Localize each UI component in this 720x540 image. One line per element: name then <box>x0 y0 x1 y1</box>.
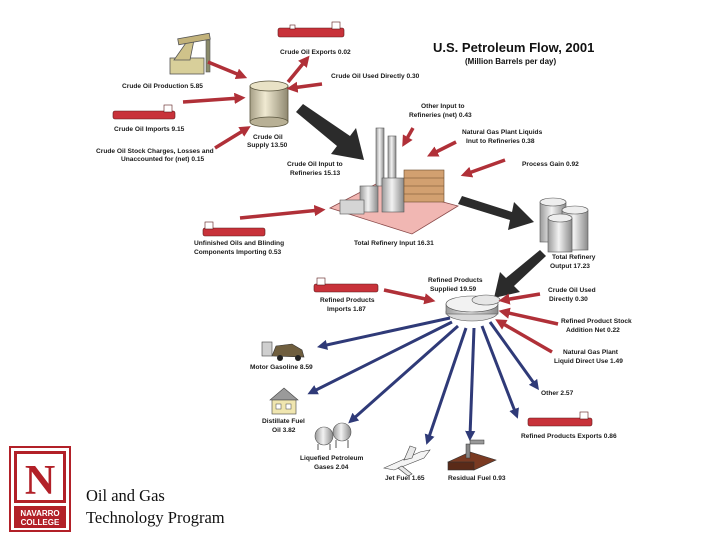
label-unfinished-oils: Components Importing 0.53 <box>194 249 282 256</box>
refined-products-tanks-icon <box>445 294 501 322</box>
label-ngpl-direct: Natural Gas Plant <box>563 349 619 356</box>
flow-arrow <box>207 60 248 80</box>
label-crude-oil-supply: Crude Oil <box>253 134 283 141</box>
label-ngpl-input: Natural Gas Plant Liquids <box>462 129 543 136</box>
flow-arrow <box>402 127 415 147</box>
program-title-line: Technology Program <box>86 508 225 527</box>
lpg-spheres-icon <box>314 422 352 450</box>
label-stock-charges: Unaccounted for (net) 0.15 <box>121 156 204 163</box>
ship-icon <box>313 277 379 293</box>
product-flow-arrow <box>424 327 468 445</box>
car-icon <box>261 341 305 361</box>
flow-arrow <box>182 92 246 104</box>
label-crude-oil-used-directly: Crude Oil Used Directly 0.30 <box>331 73 420 80</box>
flow-arrow <box>286 55 310 84</box>
label-refined-products-supplied: Refined Products <box>428 277 483 284</box>
flow-arrow <box>286 81 323 93</box>
ship-icon <box>202 221 266 237</box>
product-flow-arrow <box>488 321 539 391</box>
label-total-refinery-output: Total Refinery <box>552 254 596 261</box>
label-lpg: Gases 2.04 <box>314 464 349 471</box>
label-crude-oil-imports: Crude Oil Imports 9.15 <box>114 126 185 133</box>
label-other-input: Other Input to <box>421 103 465 110</box>
ship-icon <box>277 21 345 38</box>
label-crude-oil-supply: Supply 13.50 <box>247 142 288 149</box>
flow-arrow <box>498 292 541 305</box>
label-lpg: Liquefied Petroleum <box>300 455 364 462</box>
label-crude-oil-input: Crude Oil Input to <box>287 161 343 168</box>
label-ngpl-input: Inut to Refineries 0.38 <box>466 138 535 145</box>
label-distillate-fuel: Distillate Fuel <box>262 418 305 425</box>
product-flow-arrow <box>465 327 476 442</box>
ship-icon <box>527 411 593 427</box>
product-flow-arrow <box>307 320 453 395</box>
label-refined-imports: Imports 1.87 <box>327 306 366 313</box>
product-flow-arrow <box>480 325 519 419</box>
label-ngpl-direct: Liquid Direct Use 1.49 <box>554 358 623 365</box>
residual-fuel-icon <box>447 439 497 471</box>
label-product-stock: Refined Product Stock <box>561 318 632 325</box>
navarro-college-logo: N NAVARRO COLLEGE <box>9 446 71 532</box>
label-total-refinery-output: Output 17.23 <box>550 263 590 270</box>
house-icon <box>269 387 299 415</box>
refinery-output-tanks-icon <box>539 197 589 253</box>
crude-oil-tank-icon <box>249 80 289 128</box>
label-crude-oil-input: Refineries 15.13 <box>290 170 341 177</box>
label-other-input: Refineries (net) 0.43 <box>409 112 472 119</box>
flow-arrow <box>498 307 559 326</box>
diagram-subtitle: (Million Barrels per day) <box>465 57 556 66</box>
label-distillate-fuel: Oil 3.82 <box>272 427 296 434</box>
label-motor-gasoline: Motor Gasoline 8.59 <box>250 364 313 371</box>
label-jet-fuel: Jet Fuel 1.65 <box>385 475 425 482</box>
product-flow-arrow <box>348 324 459 424</box>
label-refined-products-supplied: Supplied 19.59 <box>430 286 477 293</box>
label-unfinished-oils: Unfinished Oils and Blinding <box>194 240 284 247</box>
jet-icon <box>383 445 431 477</box>
label-stock-charges: Crude Oil Stock Charges, Losses and <box>96 148 214 155</box>
label-product-stock: Addition Net 0.22 <box>566 327 620 334</box>
flow-arrow <box>214 126 251 150</box>
label-refined-exports: Refined Products Exports 0.86 <box>521 433 617 440</box>
label-refined-imports: Refined Products <box>320 297 375 304</box>
flow-arrow <box>383 288 436 305</box>
label-total-refinery-input: Total Refinery Input 16.31 <box>354 240 434 247</box>
product-flow-arrow <box>317 316 451 350</box>
refinery-icon <box>328 127 460 235</box>
big-flow-arrow <box>296 104 364 160</box>
label-crude-used-directly: Crude Oil Used <box>548 287 596 294</box>
label-crude-oil-production: Crude Oil Production 5.85 <box>122 83 203 90</box>
diagram-title: U.S. Petroleum Flow, 2001 <box>433 40 594 55</box>
logo-text: NAVARRO <box>20 509 59 518</box>
label-crude-oil-exports: Crude Oil Exports 0.02 <box>280 49 351 56</box>
program-title-line: Oil and Gas <box>86 486 165 505</box>
big-flow-arrow <box>494 250 546 298</box>
program-title: Oil and Gas Technology Program <box>86 485 225 529</box>
flow-arrow <box>239 204 326 220</box>
label-residual-fuel: Residual Fuel 0.93 <box>448 475 506 482</box>
logo-text: COLLEGE <box>21 518 60 527</box>
label-crude-used-directly: Directly 0.30 <box>549 296 588 303</box>
pumpjack-icon <box>169 32 211 75</box>
flow-arrow <box>426 140 457 157</box>
label-process-gain: Process Gain 0.92 <box>522 161 579 168</box>
big-flow-arrow <box>458 196 534 230</box>
ship-icon <box>112 104 176 120</box>
flow-arrow <box>495 319 553 354</box>
label-other: Other 2.57 <box>541 390 574 397</box>
flow-arrow <box>460 158 506 178</box>
logo-letter: N <box>25 458 55 504</box>
